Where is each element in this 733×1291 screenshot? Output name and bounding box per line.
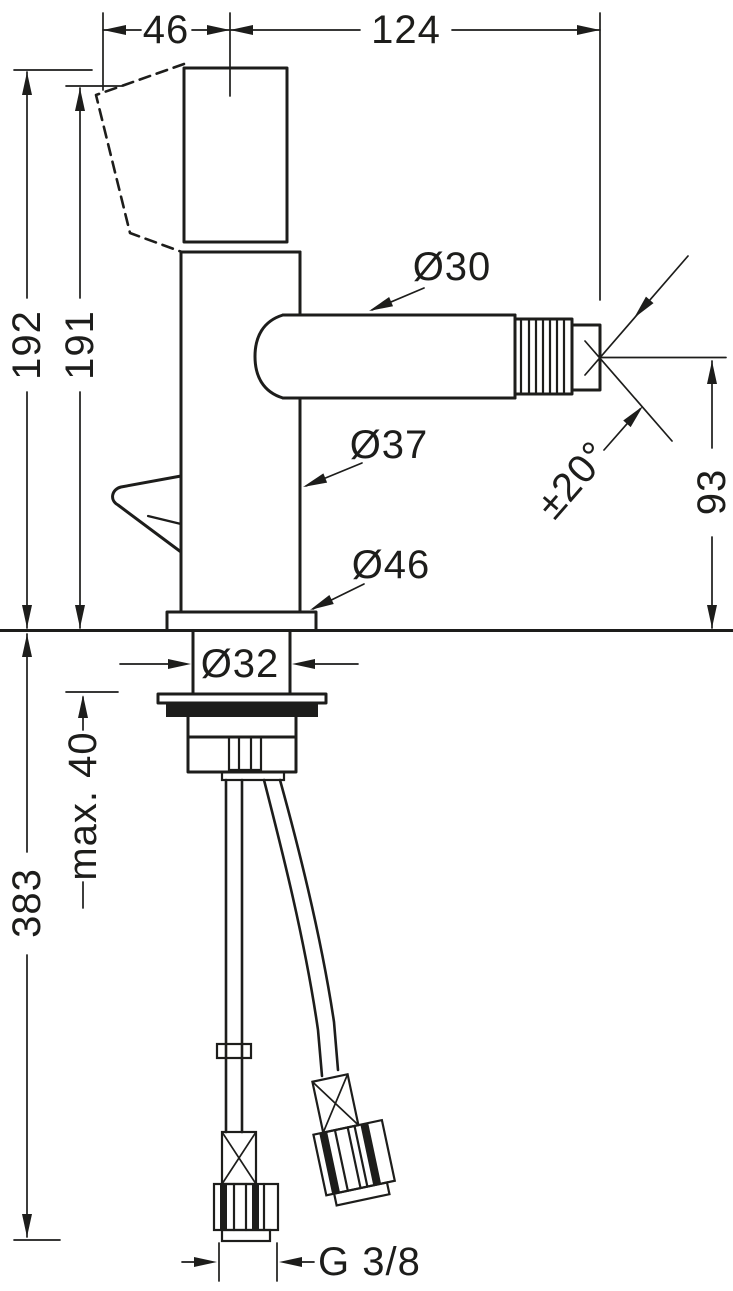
supply-hose-curved (262, 778, 397, 1207)
threaded-shank (156, 629, 328, 782)
dimension-dia-32: Ø32 (119, 642, 359, 686)
dimension-g38: G 3/8 (181, 1240, 421, 1284)
spout (253, 313, 517, 400)
dimension-124: 124 (229, 8, 601, 52)
dimension-191: 191 (58, 87, 102, 629)
dimension-192: 192 (5, 71, 49, 629)
dimension-46: 46 (102, 8, 231, 52)
dim-192-label: 192 (5, 310, 49, 380)
dia-32-label: Ø32 (201, 642, 280, 686)
thread-label: G 3/8 (318, 1240, 421, 1284)
dim-93-label: 93 (690, 469, 733, 516)
mounting-washer (166, 703, 318, 717)
dim-383-label: 383 (5, 868, 49, 938)
callout-dia-37: Ø37 (303, 423, 429, 487)
dia-30-label: Ø30 (413, 245, 492, 289)
dimension-max-40: max. 40 (61, 695, 105, 909)
dim-191-label: 191 (58, 310, 102, 380)
supply-hose-straight (212, 778, 280, 1243)
extension-lines (13, 12, 727, 1282)
dim-46-label: 46 (143, 8, 190, 52)
swivel-angle: ±20° (528, 255, 689, 527)
dimensions: 46 124 192 191 383 (5, 8, 733, 1284)
hose-connector-straight (212, 1130, 280, 1243)
body (179, 250, 302, 614)
aerator (513, 313, 602, 400)
dia-46-label: Ø46 (352, 543, 431, 587)
base-escutcheon (165, 610, 318, 631)
dimension-93: 93 (690, 360, 733, 629)
callout-dia-30: Ø30 (369, 245, 492, 311)
handle-open-position-dashed (94, 62, 186, 254)
lever-handle (111, 474, 183, 554)
dim-max-40-label: max. 40 (61, 731, 105, 880)
dia-37-label: Ø37 (350, 423, 429, 467)
dim-124-label: 124 (371, 8, 441, 52)
hose-collar (215, 1042, 253, 1060)
callout-dia-46: Ø46 (310, 543, 431, 610)
handle (182, 66, 289, 244)
faucet-outline (0, 62, 733, 1243)
angle-label: ±20° (528, 433, 618, 527)
dimension-383: 383 (5, 633, 49, 1238)
hose-connector-curved (311, 1072, 397, 1207)
hose-adapter (220, 770, 286, 782)
